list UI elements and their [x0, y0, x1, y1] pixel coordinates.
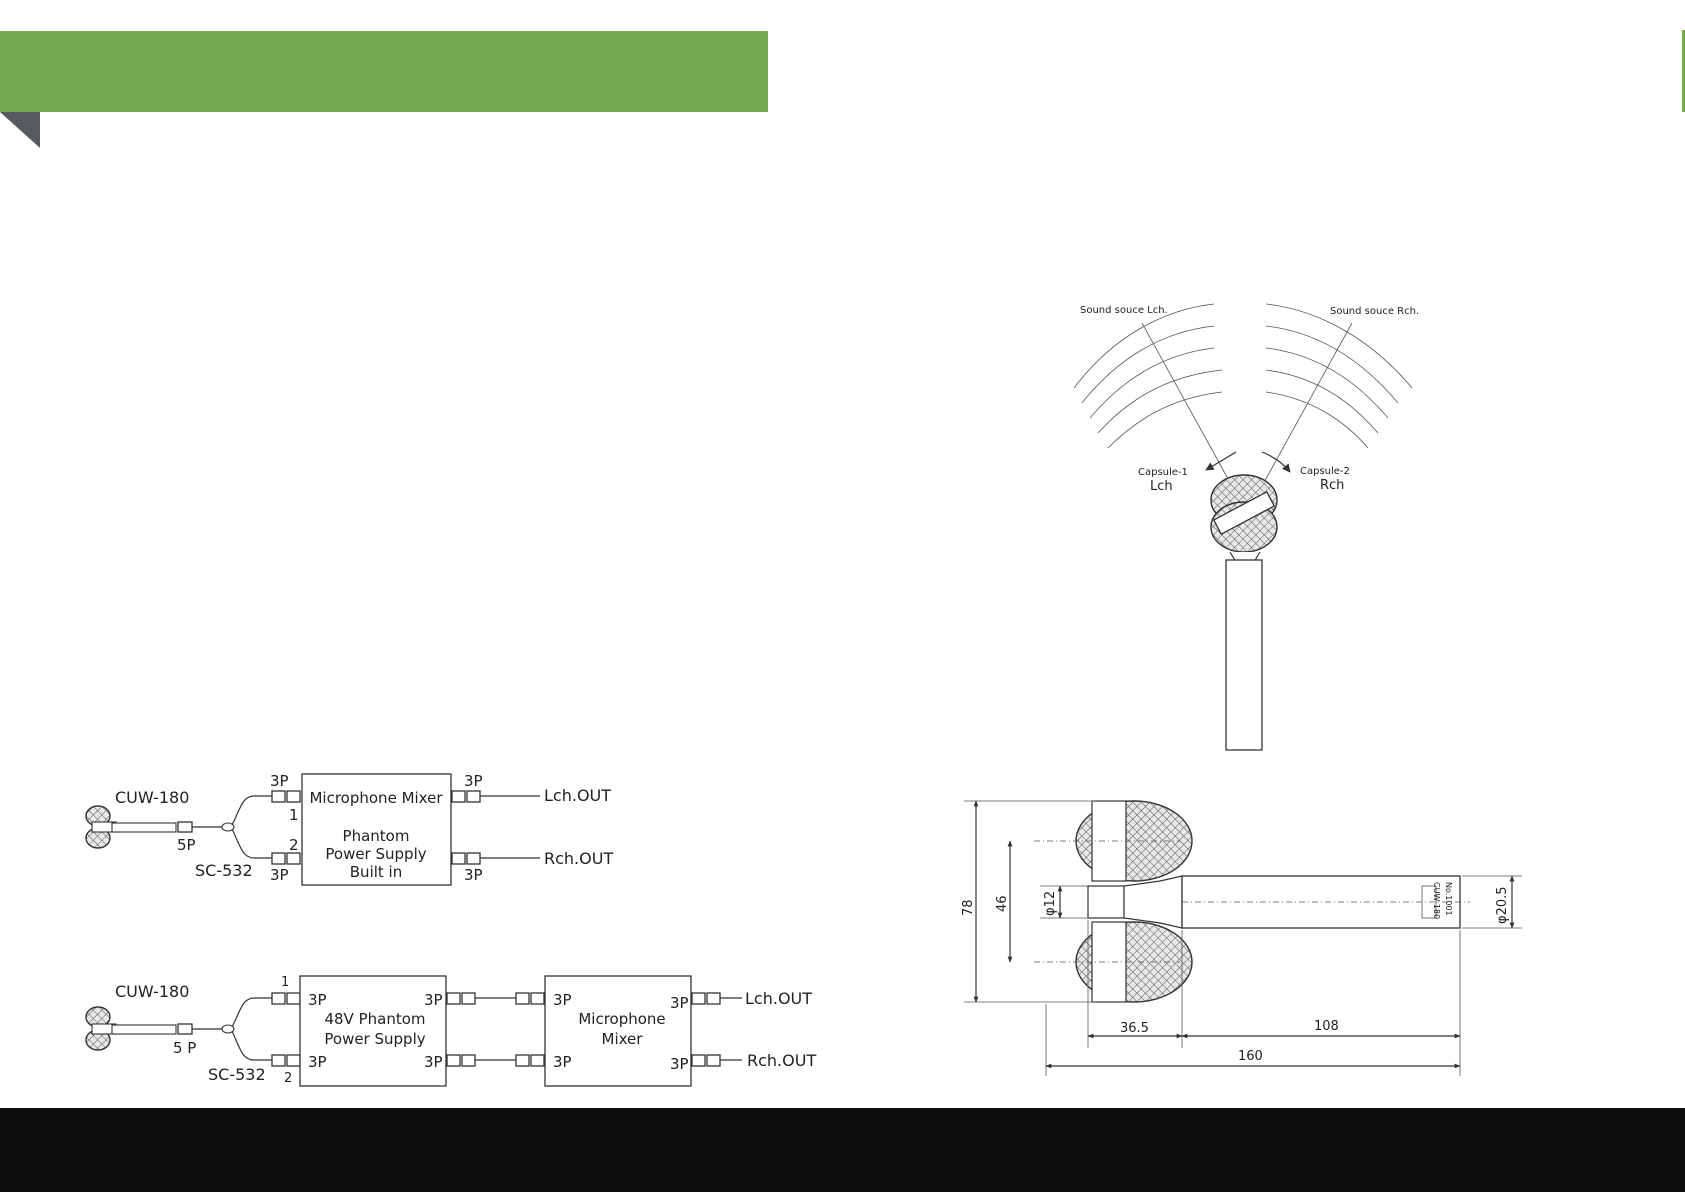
capsule-1-channel: Lch [1150, 479, 1173, 494]
output-label-l: Lch.OUT [544, 786, 611, 805]
mixer-line: Built in [350, 863, 402, 881]
pin-label: 1 [289, 806, 299, 824]
conn-label: 3P [464, 866, 483, 884]
source-label-r: Sound souce Rch. [1330, 306, 1419, 317]
cable-label: SC-532 [208, 1065, 266, 1084]
connector [446, 1054, 461, 1067]
connector [691, 1054, 706, 1067]
connector [286, 992, 301, 1005]
connector [515, 1054, 530, 1067]
dim-neck-diameter: φ12 [1043, 891, 1058, 916]
stereo-mic-upright [1210, 474, 1278, 751]
mixer-box [544, 975, 692, 1087]
phantom-line: 48V Phantom [324, 1010, 425, 1028]
mixer-line: Microphone Mixer [309, 789, 443, 807]
phantom-line: Power Supply [324, 1030, 425, 1048]
pickup-pattern-diagram: Sound souce Lch. Sound souce Rch. Capsul… [1073, 303, 1419, 751]
mic-connector-label: 5 P [173, 1039, 196, 1057]
conn-label: 3P [270, 772, 289, 790]
connector [530, 992, 545, 1005]
phantom-box [299, 975, 447, 1087]
conn-label: 3P [308, 991, 327, 1009]
connector [271, 852, 286, 865]
conn-label: 3P [670, 994, 689, 1012]
wiring-diagram-2: CUW-180 5 P SC-532 1 2 3P 3P 3P 3P 48V P… [85, 975, 816, 1087]
source-label-l: Sound souce Lch. [1080, 305, 1168, 316]
connector [706, 1054, 721, 1067]
header-band [0, 31, 768, 112]
dim-body-diameter: φ20.5 [1495, 886, 1510, 924]
right-edge-mark [1682, 30, 1685, 112]
capsule-1-label: Capsule-1 [1138, 467, 1188, 478]
footer-band [0, 1108, 1685, 1192]
mic-label: CUW-180 [115, 982, 189, 1001]
conn-label: 3P [464, 772, 483, 790]
connector [461, 1054, 476, 1067]
sound-waves-left [1073, 303, 1223, 449]
connector [466, 790, 481, 803]
stereo-mic-icon [85, 805, 193, 849]
pin-label: 2 [284, 1071, 292, 1086]
connector [271, 790, 286, 803]
connector [451, 790, 466, 803]
connector [706, 992, 721, 1005]
connector [286, 1054, 301, 1067]
diagrams-canvas: CUW-180 5P SC-532 3P 3P 1 2 Microphone M… [85, 303, 1522, 1087]
conn-label: 3P [553, 1053, 572, 1071]
body-print-model: CUW-180 [1432, 882, 1441, 919]
output-label-r: Rch.OUT [747, 1051, 816, 1070]
sound-waves-right [1265, 303, 1413, 449]
mixer-line: Mixer [602, 1030, 644, 1048]
mixer-line: Phantom [343, 827, 410, 845]
dim-total-length: 160 [1238, 1049, 1263, 1064]
mic-connector-label: 5P [177, 836, 196, 854]
conn-label: 3P [424, 1053, 443, 1071]
capsule-2-channel: Rch [1320, 478, 1344, 493]
connector [451, 852, 466, 865]
dim-head-length: 36.5 [1120, 1021, 1149, 1036]
connector [466, 852, 481, 865]
dim-capsule-span: 46 [995, 895, 1010, 912]
connector [515, 992, 530, 1005]
connector [286, 790, 301, 803]
conn-label: 3P [670, 1055, 689, 1073]
connector [286, 852, 301, 865]
connector [691, 992, 706, 1005]
wiring-diagram-1: CUW-180 5P SC-532 3P 3P 1 2 Microphone M… [85, 772, 613, 886]
mic-side-view: CUW-180 No.1001 [1075, 800, 1461, 1003]
cable-label: SC-532 [195, 861, 253, 880]
dimension-drawing: CUW-180 No.1001 78 46 φ12 φ20.5 36.5 108… [961, 800, 1522, 1076]
connector [530, 1054, 545, 1067]
conn-label: 3P [270, 866, 289, 884]
body-print-serial: No.1001 [1444, 882, 1453, 916]
connector [271, 992, 286, 1005]
output-label-l: Lch.OUT [745, 989, 812, 1008]
conn-label: 3P [424, 991, 443, 1009]
mixer-line: Microphone [578, 1010, 665, 1028]
dim-height-total: 78 [961, 899, 976, 916]
dim-body-length: 108 [1314, 1019, 1339, 1034]
connector [446, 992, 461, 1005]
pin-label: 2 [289, 836, 299, 854]
output-label-r: Rch.OUT [544, 849, 613, 868]
mic-label: CUW-180 [115, 788, 189, 807]
mixer-box [301, 773, 452, 886]
connector [461, 992, 476, 1005]
pin-label: 1 [281, 975, 289, 990]
conn-label: 3P [308, 1053, 327, 1071]
capsule-2-label: Capsule-2 [1300, 466, 1350, 477]
connector [271, 1054, 286, 1067]
mixer-line: Power Supply [325, 845, 426, 863]
conn-label: 3P [553, 991, 572, 1009]
